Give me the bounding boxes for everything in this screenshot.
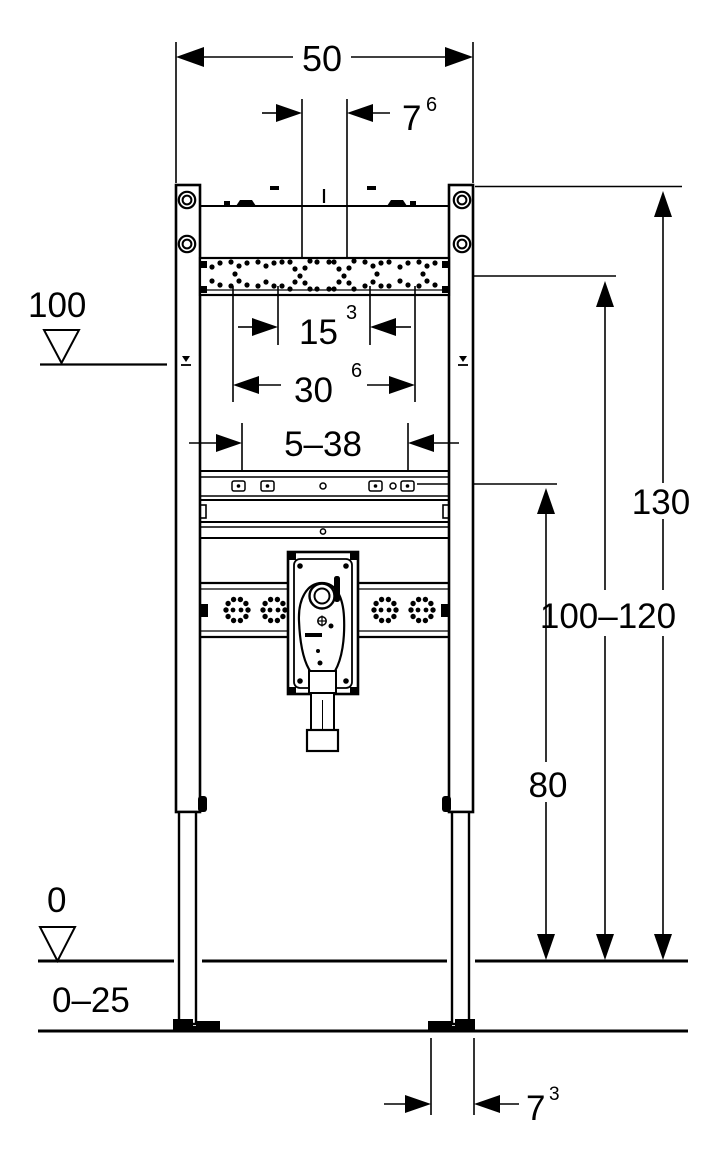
trap-screw (317, 615, 327, 627)
level-100-label: 100 (28, 286, 86, 325)
dim-7-6-sup: 6 (426, 94, 437, 116)
dim-15-3-sup: 3 (346, 302, 357, 324)
screw-hole (177, 190, 472, 254)
mounting-plate-top (198, 256, 451, 297)
dim-30-6-label: 30 (294, 371, 333, 410)
washbasin-rail (199, 470, 450, 539)
floor-buildup-label: 0–25 (52, 981, 130, 1020)
right-foot-tube (450, 810, 471, 1026)
trap-inlet (308, 582, 336, 610)
dim-plate-holes-30-6: 30 6 (232, 286, 416, 410)
dim-30-6-sup: 6 (351, 360, 362, 382)
dim-5-38-label: 5–38 (284, 425, 362, 464)
plate-perforation-dots (209, 258, 438, 292)
left-foot-tube (177, 810, 198, 1026)
foot-plate-left (173, 1019, 220, 1032)
dim-7-3-label: 7 (526, 1089, 545, 1128)
drain-pipe (305, 670, 340, 753)
rail-holes (231, 480, 415, 492)
level-marker-100: 100 (28, 286, 167, 366)
dim-130-label: 130 (632, 483, 690, 522)
dim-80-label: 80 (529, 766, 568, 805)
dim-height-130: 130 (632, 191, 690, 960)
dim-top-holes-7-6: 7 6 (262, 94, 437, 281)
dim-7-3-sup: 3 (549, 1084, 560, 1105)
mounting-plate-lower (200, 581, 449, 639)
odour-trap-unit (286, 550, 360, 753)
installation-frame (173, 183, 475, 1032)
level-triangle-icon (42, 329, 81, 366)
leg-clamp (198, 796, 451, 812)
geberit-logo-mark (305, 633, 322, 637)
leg-level-mark-icon (181, 356, 468, 366)
dim-plate-holes-15-3: 15 3 (238, 286, 411, 352)
dim-15-3-label: 15 (299, 313, 338, 352)
dim-height-100-120: 100–120 (540, 281, 676, 960)
foot-plate-right (428, 1019, 475, 1032)
dim-foot-7-3: 7 3 (384, 1038, 560, 1128)
level-marker-0: 0 (38, 881, 77, 964)
dim-100-120-label: 100–120 (540, 597, 676, 636)
level-triangle-icon (38, 926, 77, 964)
left-leg (174, 183, 202, 814)
dim-frame-width-50: 50 (175, 38, 474, 183)
top-crossbar (200, 186, 449, 207)
level-0-label: 0 (47, 881, 66, 920)
right-leg (447, 183, 475, 814)
dim-7-6-label: 7 (402, 99, 421, 138)
dim-50-label: 50 (302, 38, 342, 79)
dim-height-80: 80 (529, 488, 568, 960)
dim-rail-range-5-38: 5–38 (189, 423, 459, 470)
plate-flower-holes (223, 596, 436, 624)
